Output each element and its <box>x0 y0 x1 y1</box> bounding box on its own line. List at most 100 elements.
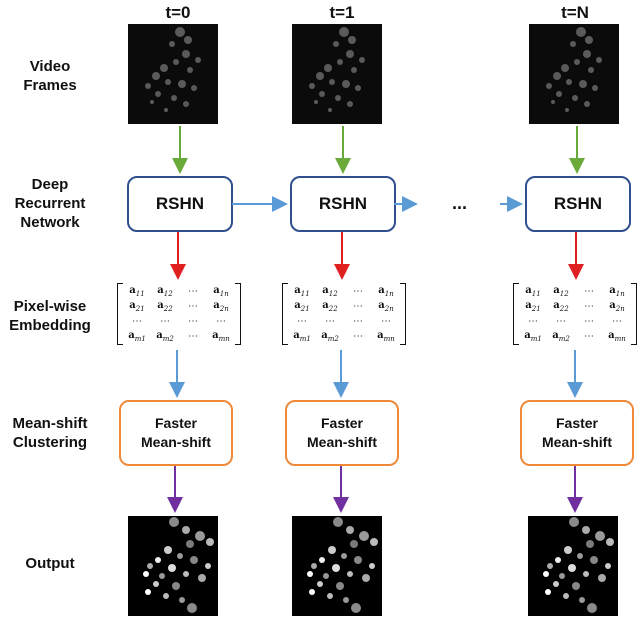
matrix-ellipsis: ⋯ <box>584 316 594 327</box>
segmented-cell <box>354 556 362 564</box>
segmented-cell <box>183 571 189 577</box>
cell-blob <box>570 41 576 47</box>
label-mean-shift-clustering: Mean-shift Clustering <box>12 415 88 451</box>
segmented-cell <box>559 573 565 579</box>
segmented-cell <box>547 563 553 569</box>
matrix-element: a1n <box>213 285 229 298</box>
segmented-cell <box>555 557 561 563</box>
cell-blob <box>592 85 598 91</box>
matrix-element: a12 <box>553 285 569 298</box>
matrix-ellipsis: ⋯ <box>188 286 198 297</box>
rshn-box-t1: RSHN <box>290 176 396 232</box>
cell-blob <box>187 67 193 73</box>
segmented-cell <box>586 540 594 548</box>
video-frame-tn <box>529 24 619 124</box>
cell-blob <box>182 50 190 58</box>
segmented-cell <box>583 571 589 577</box>
matrix-element: amn <box>212 330 230 343</box>
mean-shift-line2: Mean-shift <box>542 434 612 450</box>
column-title-t1: t=1 <box>329 3 355 22</box>
cell-blob <box>347 101 353 107</box>
segmented-cell <box>198 574 206 582</box>
mean-shift-line2: Mean-shift <box>141 434 211 450</box>
segmented-cell <box>587 603 597 613</box>
cell-blob <box>342 80 350 88</box>
matrix-ellipsis: ⋯ <box>353 301 363 312</box>
cell-blob <box>585 36 593 44</box>
segmented-cells <box>143 517 214 613</box>
segmented-cell <box>341 553 347 559</box>
cell-blob <box>584 101 590 107</box>
segmented-cell <box>598 574 606 582</box>
matrix-element: a11 <box>294 285 310 298</box>
matrix-element: am2 <box>552 330 570 343</box>
label-pixel-wise-embedding: Pixel-wise Embedding <box>9 298 91 334</box>
segmented-cell <box>195 531 205 541</box>
segmented-cell <box>568 564 576 572</box>
cell-blob <box>314 100 318 104</box>
cell-blob <box>150 100 154 104</box>
matrix-element: a2n <box>213 300 229 313</box>
cell-blob <box>551 100 555 104</box>
matrix-ellipsis: ⋯ <box>188 316 198 327</box>
video-frame-t1 <box>292 24 382 124</box>
cell-blob <box>145 83 151 89</box>
matrix-element: a22 <box>157 300 173 313</box>
matrix-element: am2 <box>321 330 339 343</box>
cell-blob <box>324 64 332 72</box>
matrix-element: a1n <box>378 285 394 298</box>
matrix-ellipsis: ⋯ <box>297 316 307 327</box>
segmented-cell <box>606 538 614 546</box>
cell-blob <box>348 36 356 44</box>
segmented-cell <box>172 582 180 590</box>
cell-blob <box>328 108 332 112</box>
mean-shift-line1: Faster <box>154 415 198 431</box>
video-frame-t0 <box>128 24 218 124</box>
output-segmentation-t0 <box>128 516 218 616</box>
matrix-ellipsis: ⋯ <box>353 331 363 342</box>
matrix-element: a1n <box>609 285 625 298</box>
cell-blob <box>546 83 552 89</box>
matrix-ellipsis: ⋯ <box>188 331 198 342</box>
matrix-ellipsis: ⋯ <box>188 301 198 312</box>
mean-shift-box-t1: Faster Mean-shift <box>285 400 399 466</box>
segmented-cell <box>572 582 580 590</box>
cell-blob <box>561 64 569 72</box>
cell-blob <box>556 91 562 97</box>
segmented-cell <box>206 538 214 546</box>
matrix-element: a2n <box>378 300 394 313</box>
matrix-element: am1 <box>128 330 146 343</box>
segmented-cell <box>187 603 197 613</box>
matrix-element: a2n <box>609 300 625 313</box>
column-title-tn: t=N <box>561 3 589 22</box>
matrix-element: a11 <box>129 285 145 298</box>
frame-cells <box>546 27 602 112</box>
rshn-to-embedding-arrows <box>170 232 584 280</box>
segmented-cell <box>553 581 559 587</box>
cell-blob <box>191 85 197 91</box>
matrix-element: am1 <box>293 330 311 343</box>
segmented-cell <box>563 593 569 599</box>
matrix-element: a12 <box>322 285 338 298</box>
segmented-cell <box>145 589 151 595</box>
mean-shift-box-tn: Faster Mean-shift <box>520 400 634 466</box>
cell-blob <box>171 95 177 101</box>
mean-shift-line1: Faster <box>555 415 599 431</box>
cell-blob <box>596 57 602 63</box>
segmented-cell <box>177 553 183 559</box>
matrix-ellipsis: ⋯ <box>584 286 594 297</box>
segmented-cell <box>362 574 370 582</box>
segmented-cell <box>164 546 172 554</box>
segmented-cell <box>369 563 375 569</box>
cell-blob <box>184 36 192 44</box>
cell-blob <box>574 59 580 65</box>
segmented-cell <box>545 589 551 595</box>
cell-blob <box>335 95 341 101</box>
matrix-element: a21 <box>294 300 310 313</box>
cell-blob <box>553 72 561 80</box>
rshn-box-t0: RSHN <box>127 176 233 232</box>
cell-blob <box>175 27 185 37</box>
